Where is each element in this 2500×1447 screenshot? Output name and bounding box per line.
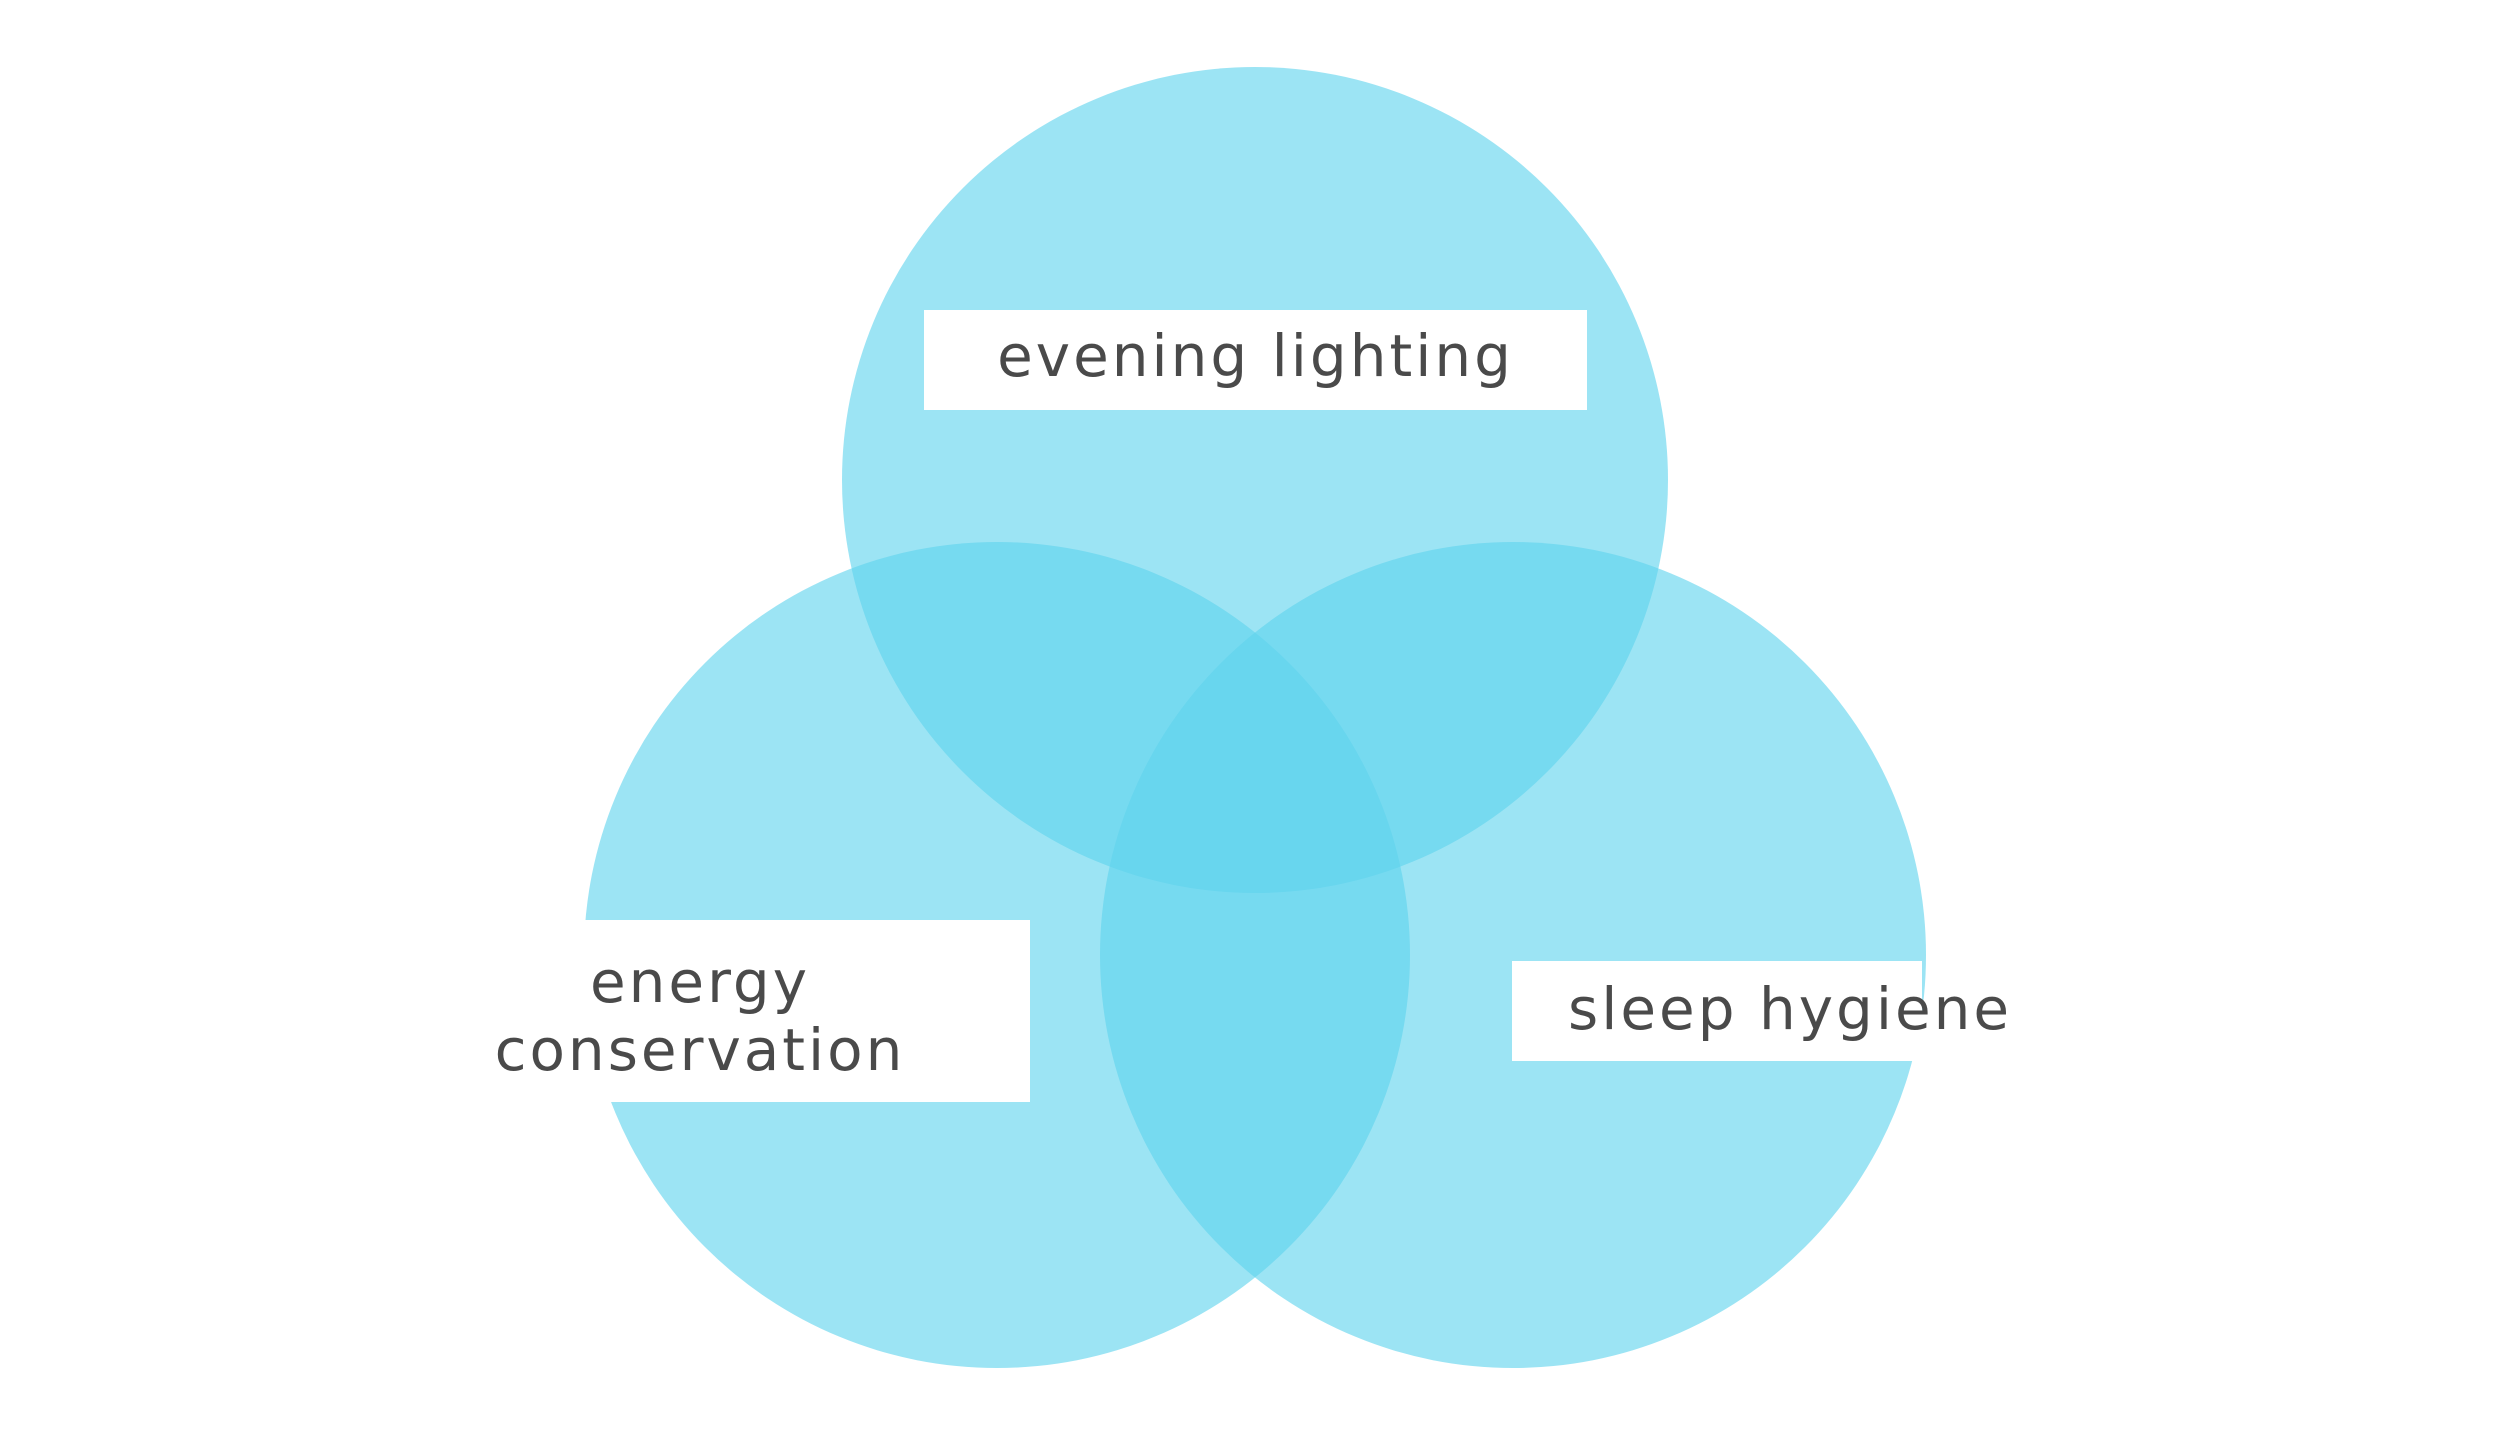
label-conservation-line: conservation: [494, 1016, 906, 1085]
label-sleep-hygiene: sleep hygiene: [1568, 975, 2013, 1043]
label-box-evening-lighting: [924, 310, 1587, 410]
label-box-energy-conservation: [560, 920, 1030, 1102]
circle-sleep-hygiene: [1100, 542, 1926, 1368]
label-energy-line: energy: [589, 948, 811, 1016]
label-energy-conservation: energy conservation: [460, 948, 940, 1085]
label-box-sleep-hygiene: [1512, 961, 1922, 1061]
label-evening-lighting: evening lighting: [997, 322, 1514, 390]
